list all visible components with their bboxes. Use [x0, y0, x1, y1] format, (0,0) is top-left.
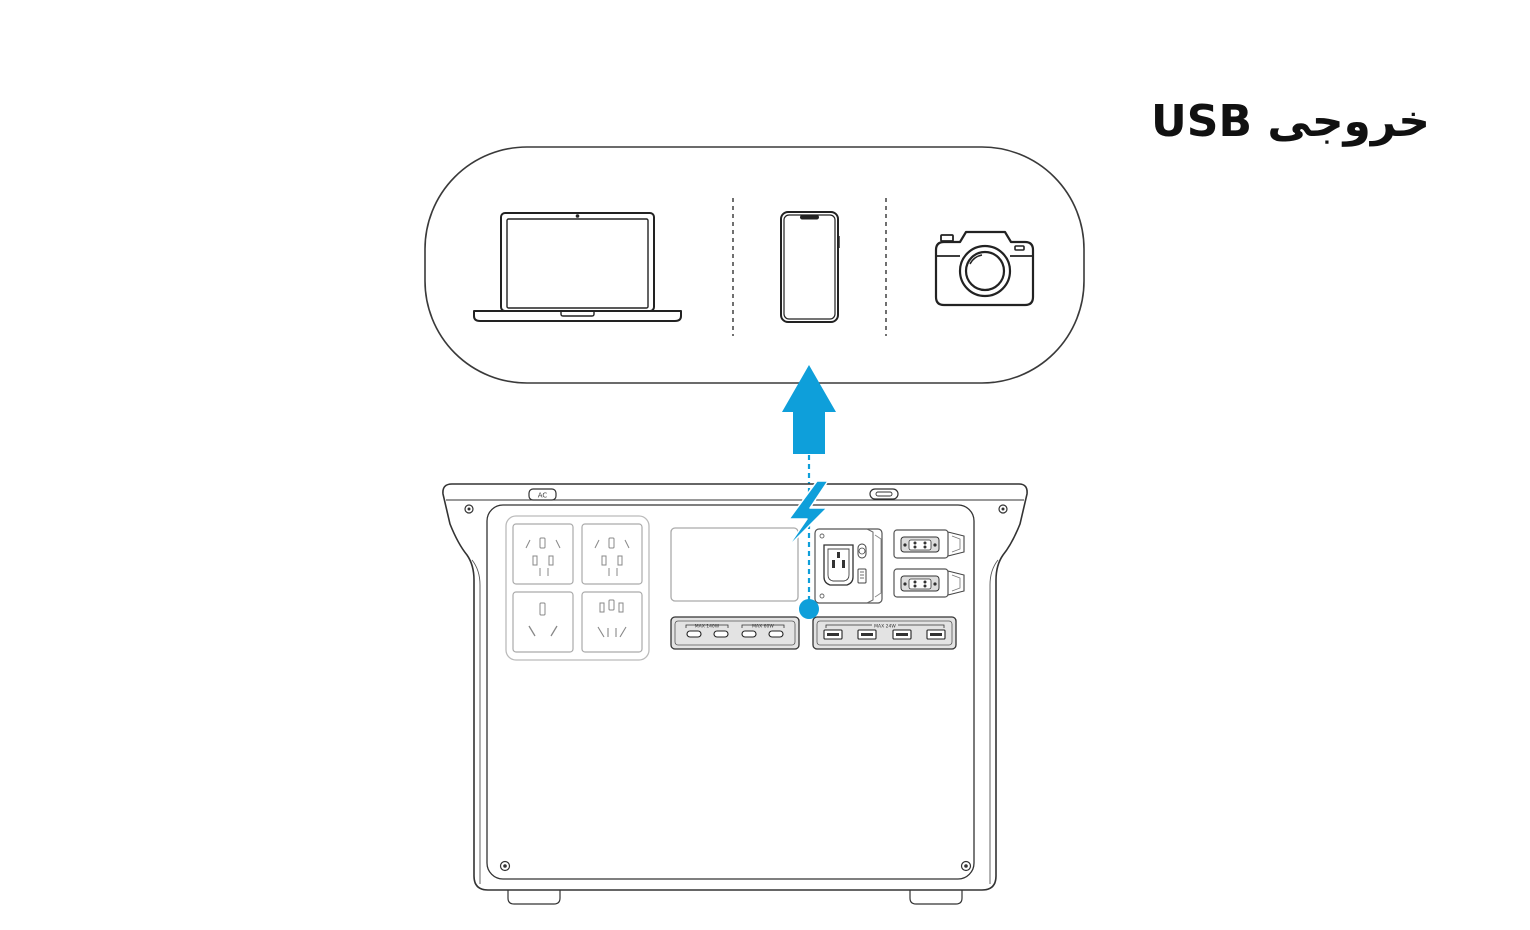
- lightning-bolt-icon: [786, 480, 829, 549]
- camera-icon: [934, 230, 1035, 307]
- device-panel-frame: [424, 146, 1085, 384]
- ac-outlet[interactable]: [581, 523, 643, 585]
- page-title: خروجی USB: [1151, 96, 1430, 147]
- ac-button[interactable]: [528, 488, 557, 501]
- screw: [998, 504, 1008, 514]
- dc-input-port[interactable]: [893, 568, 965, 598]
- up-arrow-icon: [782, 365, 836, 454]
- usb-c-port[interactable]: [713, 630, 729, 638]
- ac-outlet[interactable]: [512, 523, 574, 585]
- usb-c-port[interactable]: [741, 630, 757, 638]
- usb-button[interactable]: [869, 488, 899, 500]
- laptop-icon: [473, 212, 682, 322]
- ac-button-label: AC: [538, 492, 548, 500]
- smartphone-icon: [780, 211, 840, 323]
- ac-input-port[interactable]: [814, 528, 883, 604]
- screw: [464, 504, 474, 514]
- foot: [909, 890, 963, 905]
- screw: [499, 860, 511, 872]
- ac-outlets: [505, 515, 650, 661]
- usb-c-group-label: MAX 140W: [695, 624, 720, 630]
- device-panel: [424, 146, 1085, 384]
- usb-c-ports: MAX 140W MAX 60W: [670, 616, 800, 650]
- usb-a-ports: MAX 24W: [812, 616, 957, 650]
- dc-input-port[interactable]: [893, 529, 965, 559]
- display-screen: [670, 527, 799, 602]
- usb-a-group-label: MAX 24W: [874, 624, 896, 630]
- screw: [960, 860, 972, 872]
- connection-point: [799, 599, 819, 619]
- foot: [507, 890, 561, 905]
- power-station: AC: [442, 483, 1028, 905]
- usb-c-group-label: MAX 60W: [752, 624, 774, 630]
- usb-c-port[interactable]: [686, 630, 702, 638]
- usb-c-port[interactable]: [768, 630, 784, 638]
- ac-outlet[interactable]: [512, 591, 574, 653]
- ac-outlet[interactable]: [581, 591, 643, 653]
